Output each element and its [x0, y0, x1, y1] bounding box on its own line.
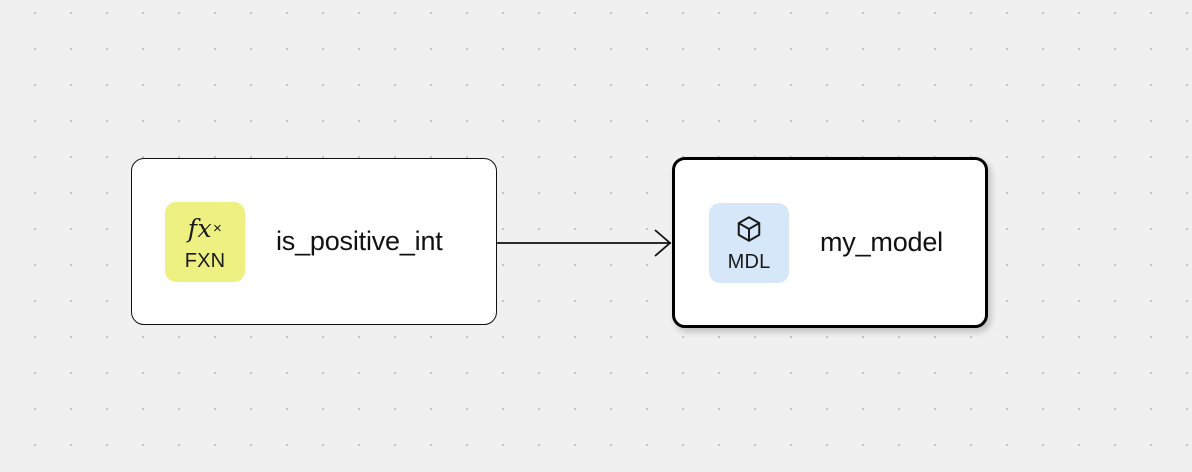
- node-my-model[interactable]: MDL my_model: [672, 157, 988, 328]
- node-title-is-positive-int: is_positive_int: [276, 226, 443, 256]
- node-type-badge-fxn: fx× FXN: [165, 201, 245, 282]
- node-type-label-mdl: MDL: [727, 251, 771, 273]
- edge-fxn-to-mdl[interactable]: [497, 229, 672, 257]
- node-type-label-fxn: FXN: [184, 250, 226, 272]
- node-is-positive-int[interactable]: fx× FXN is_positive_int: [131, 158, 497, 325]
- node-title-my-model: my_model: [820, 227, 943, 257]
- function-icon: fx×: [188, 212, 223, 244]
- function-icon-f: fx: [187, 213, 213, 243]
- function-icon-multiply: ×: [213, 219, 223, 237]
- cube-icon: [734, 213, 764, 245]
- edge-arrowhead-icon: [654, 229, 672, 257]
- node-type-badge-mdl: MDL: [709, 202, 789, 283]
